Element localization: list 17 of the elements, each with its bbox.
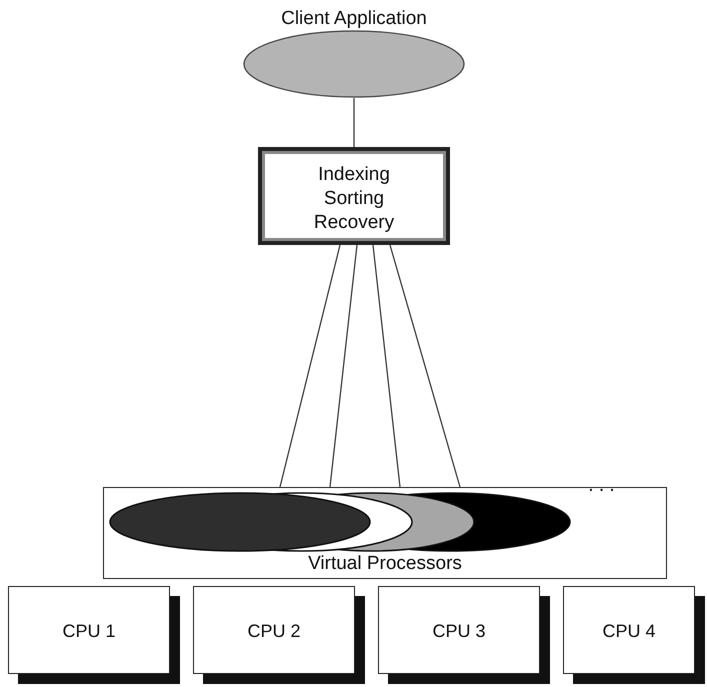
ellipsis-text: ... — [587, 474, 621, 497]
node-title: Client Application — [280, 8, 428, 30]
connector-line — [389, 244, 461, 488]
cpu-label: CPU 1 — [61, 621, 116, 642]
cpu-label: CPU 3 — [431, 621, 486, 642]
cpu-label: CPU 4 — [601, 621, 656, 642]
cpu-label: CPU 2 — [246, 621, 302, 642]
box-text: Indexing — [317, 164, 391, 186]
process-box — [258, 147, 450, 245]
connector-line — [329, 244, 358, 488]
processor-panel — [103, 487, 667, 579]
connector-line — [353, 98, 355, 147]
connector-line — [372, 244, 401, 488]
box-text: Recovery — [312, 212, 396, 234]
box-text: Sorting — [322, 188, 386, 210]
panel-title: Virtual Processors — [307, 553, 463, 575]
connector-line — [279, 244, 341, 488]
